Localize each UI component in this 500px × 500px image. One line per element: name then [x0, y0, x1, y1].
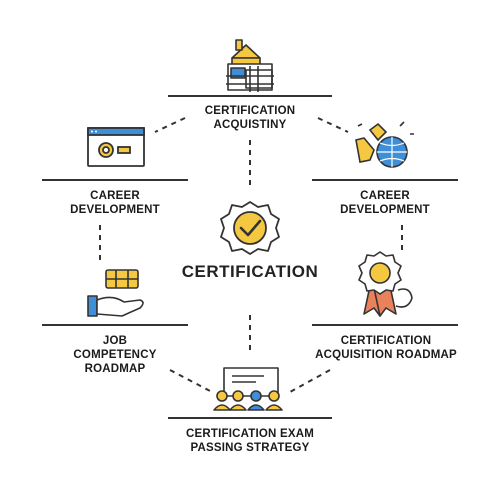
- node-label-bottom: CERTIFICATION EXAM PASSING STRATEGY: [186, 428, 314, 454]
- connectors: [99, 117, 403, 393]
- team-presentation-icon: [213, 367, 283, 411]
- connector-bottom-right: [289, 369, 331, 393]
- center-title: CERTIFICATION: [181, 262, 319, 281]
- globe-handshake-icon: [355, 121, 414, 168]
- hand-money-icon: [87, 269, 144, 317]
- node-label-top: CERTIFICATION ACQUISTINY: [204, 105, 296, 131]
- house-blueprint-icon: [226, 39, 274, 92]
- separators: [42, 95, 458, 419]
- badge-checkmark-icon: [220, 201, 280, 255]
- node-label-upper-right: CAREER DEVELOPMENT: [340, 190, 430, 216]
- node-label-upper-left: CAREER DEVELOPMENT: [70, 190, 160, 216]
- connector-bottom-left: [169, 369, 213, 393]
- node-label-lower-left: JOB COMPETENCY ROADMAP: [73, 335, 157, 375]
- browser-window-icon: [87, 127, 145, 167]
- award-ribbon-icon: [358, 251, 413, 317]
- node-label-lower-right: CERTIFICATION ACQUISITION ROADMAP: [315, 335, 457, 361]
